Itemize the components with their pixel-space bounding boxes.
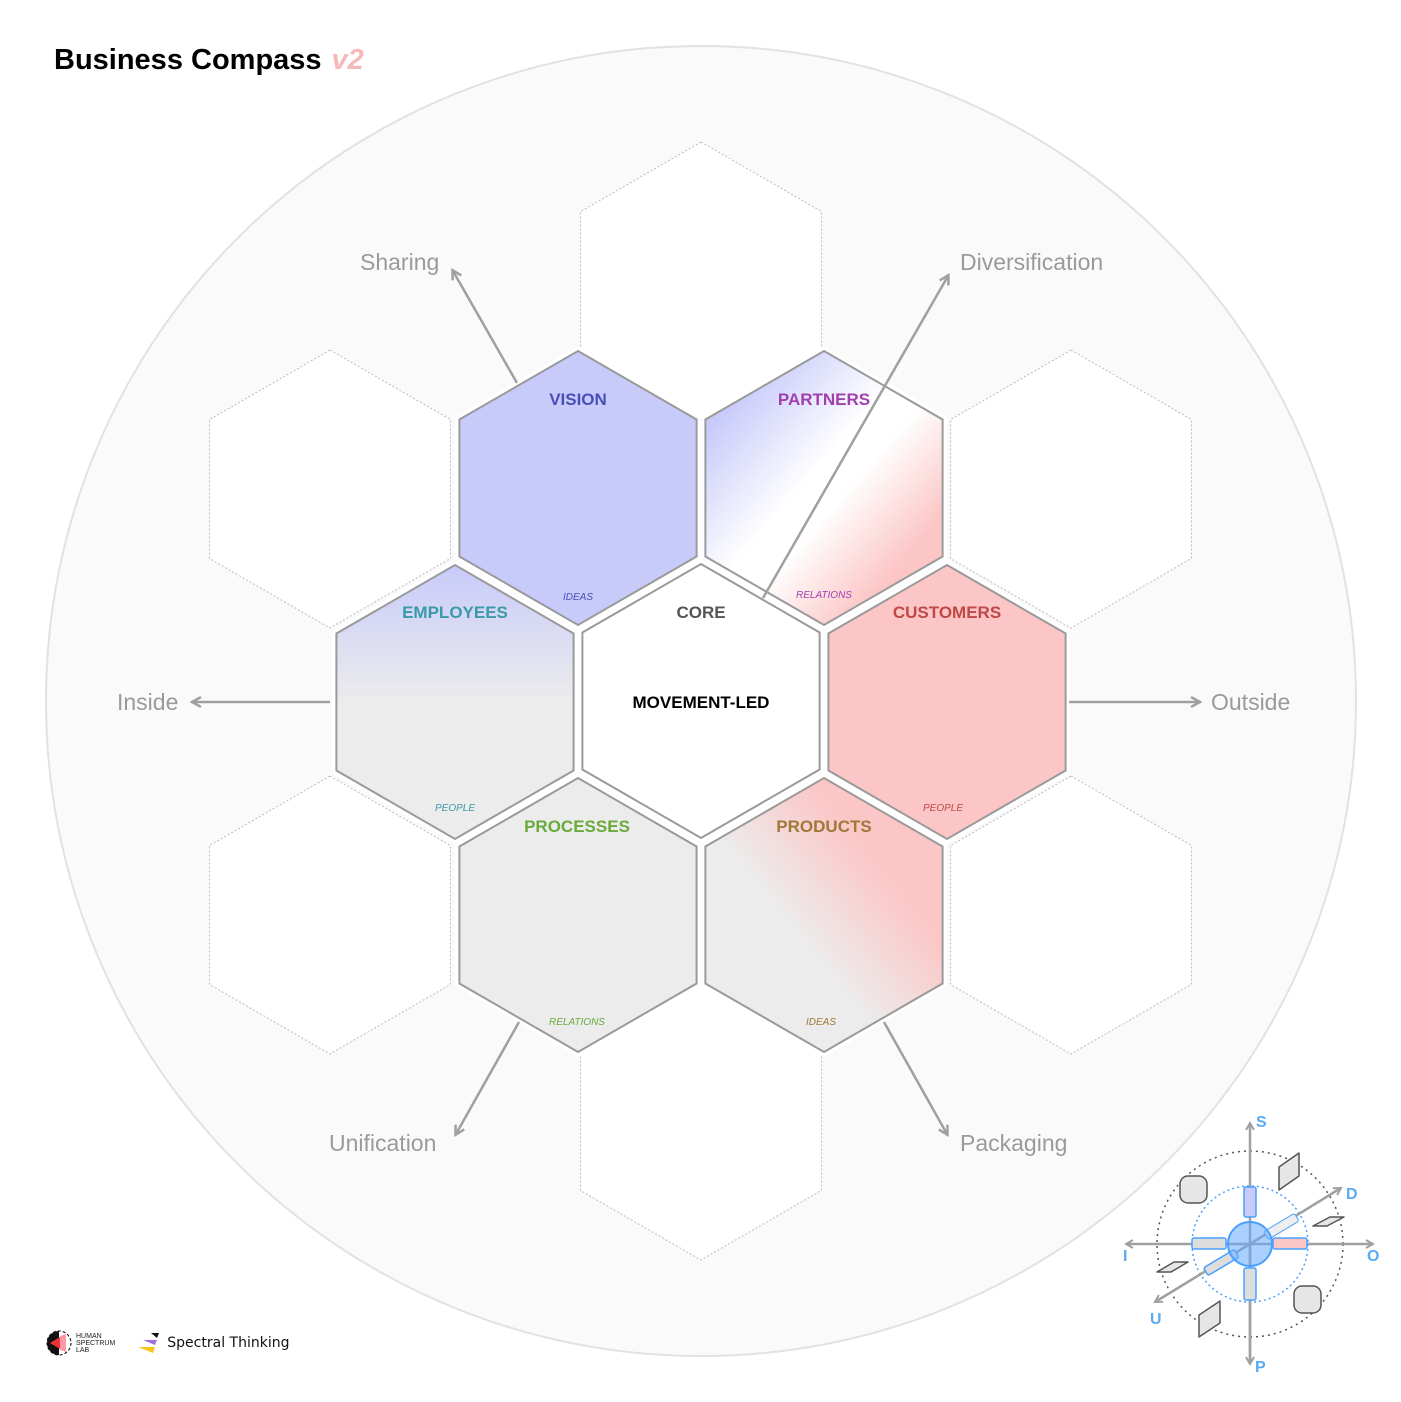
logo-line: HUMAN xyxy=(76,1332,102,1340)
axis-label-diversification: Diversification xyxy=(960,249,1103,275)
employees-hex-gap[interactable] xyxy=(332,560,578,844)
logo-line: LAB xyxy=(76,1346,90,1354)
mini-compass-label-u: U xyxy=(1150,1311,1162,1328)
axis-label-inside: Inside xyxy=(117,689,178,715)
outer-hex-empty xyxy=(950,349,1192,629)
products-hex[interactable] xyxy=(704,776,944,1054)
employees-hex[interactable] xyxy=(335,563,575,841)
employees-title[interactable]: EMPLOYEES xyxy=(402,603,508,622)
processes-hex[interactable] xyxy=(458,776,698,1054)
processes-sub: RELATIONS xyxy=(549,1017,605,1028)
customers-title[interactable]: CUSTOMERS xyxy=(893,603,1001,622)
products-hex-gap[interactable] xyxy=(701,773,947,1057)
vision-hex-gap[interactable] xyxy=(455,346,701,630)
outer-hex-empty xyxy=(580,141,822,421)
page-title: Business Compass v2 xyxy=(54,44,364,77)
version-badge: v2 xyxy=(331,44,364,76)
core-value: MOVEMENT-LED xyxy=(633,693,770,712)
packaging-arrow xyxy=(882,1021,947,1134)
core-hex-gap[interactable] xyxy=(578,559,824,843)
core-hex[interactable] xyxy=(581,562,821,840)
partners-title[interactable]: PARTNERS xyxy=(778,390,870,409)
sharing-arrow xyxy=(453,271,519,384)
axis-label-unification: Unification xyxy=(329,1130,436,1156)
employees-sub: PEOPLE xyxy=(435,803,475,814)
unification-arrow xyxy=(456,1021,521,1134)
customers-hex-gap[interactable] xyxy=(824,560,1070,844)
customers-hex[interactable] xyxy=(827,563,1067,841)
mini-compass-label-d: D xyxy=(1346,1186,1358,1203)
vision-title[interactable]: VISION xyxy=(549,390,607,409)
diversification-arrow xyxy=(761,276,948,599)
customers-sub: PEOPLE xyxy=(923,803,963,814)
axis-label-packaging: Packaging xyxy=(960,1130,1067,1156)
products-title[interactable]: PRODUCTS xyxy=(776,817,871,836)
outer-hex-empty xyxy=(209,349,451,629)
logo-line: SPECTRUM xyxy=(76,1339,116,1347)
mini-compass-label-i: I xyxy=(1123,1248,1127,1265)
processes-hex-gap[interactable] xyxy=(455,773,701,1057)
spectral-thinking-logo: Spectral Thinking xyxy=(137,1332,289,1354)
mini-compass-icon xyxy=(1126,1123,1373,1364)
mini-compass-label-s: S xyxy=(1256,1114,1267,1131)
axis-label-sharing: Sharing xyxy=(360,249,439,275)
partners-sub: RELATIONS xyxy=(796,590,852,601)
processes-title[interactable]: PROCESSES xyxy=(524,817,630,836)
mini-compass-label-p: P xyxy=(1255,1359,1266,1376)
vision-hex[interactable] xyxy=(458,349,698,627)
title-text: Business Compass xyxy=(54,44,322,76)
outer-hex-empty xyxy=(209,775,451,1055)
partners-hex-gap[interactable] xyxy=(701,346,947,630)
human-spectrum-lab-icon xyxy=(46,1330,72,1356)
outer-hex-empty xyxy=(950,775,1192,1055)
vision-sub: IDEAS xyxy=(563,592,593,603)
inner-hex-ring xyxy=(332,346,1070,1057)
products-sub: IDEAS xyxy=(806,1017,836,1028)
outer-hex-ring xyxy=(209,141,1192,1261)
spectral-thinking-text: Spectral Thinking xyxy=(167,1335,290,1351)
mini-compass-label-o: O xyxy=(1367,1248,1379,1265)
spectral-thinking-icon xyxy=(138,1333,160,1353)
axis-label-outside: Outside xyxy=(1211,689,1290,715)
outer-hex-empty xyxy=(580,981,822,1261)
core-label: CORE xyxy=(676,603,725,622)
partners-hex[interactable] xyxy=(704,349,944,627)
